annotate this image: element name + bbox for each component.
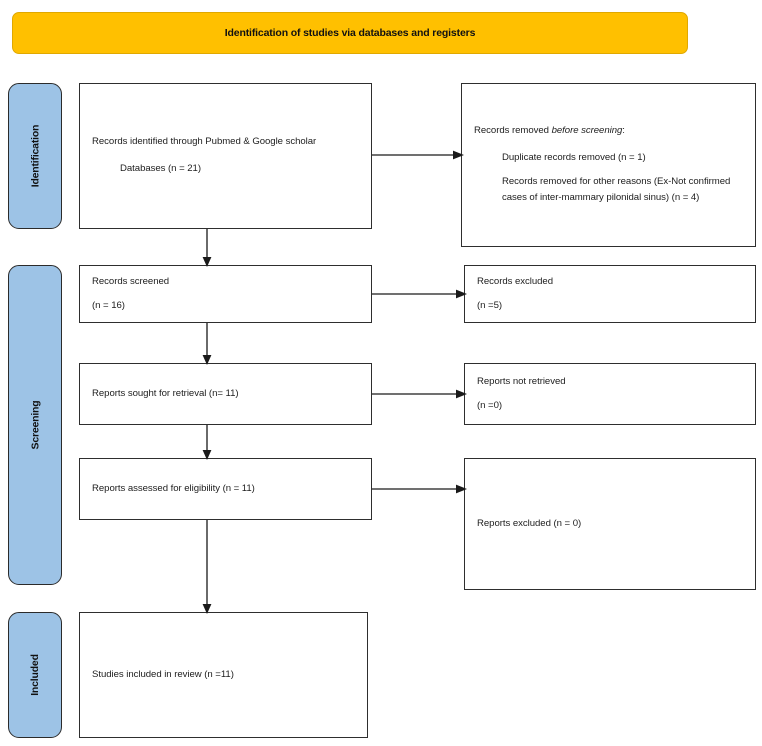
arrow-identified-to-screened <box>200 229 214 267</box>
arrow-identified-to-removed <box>372 148 464 162</box>
reports-assessed-label: Reports assessed for eligibility (n = 11… <box>92 482 255 494</box>
box-reports-not-retrieved: Reports not retrieved (n =0) <box>464 363 756 425</box>
studies-included-label: Studies included in review (n =11) <box>92 668 234 680</box>
duplicate-records-removed: Duplicate records removed (n = 1) <box>502 151 646 163</box>
box-studies-included-in-review: Studies included in review (n =11) <box>79 612 368 738</box>
records-removed-other-reasons: Records removed for other reasons (Ex-No… <box>502 175 731 204</box>
diagram-header-banner: Identification of studies via databases … <box>12 12 688 54</box>
box-records-screened: Records screened (n = 16) <box>79 265 372 323</box>
reports-sought-label: Reports sought for retrieval (n= 11) <box>92 387 239 399</box>
diagram-title: Identification of studies via databases … <box>224 27 476 39</box>
records-identified-line1: Records identified through Pubmed & Goog… <box>92 136 317 148</box>
stage-label-included-text: Included <box>28 654 41 696</box>
arrow-sought-to-not-retrieved <box>372 387 467 401</box>
records-excluded-count: (n =5) <box>477 299 503 311</box>
reports-not-retrieved-count: (n =0) <box>477 399 503 411</box>
records-identified-databases: Databases (n = 21) <box>120 163 201 174</box>
stage-label-identification-text: Identification <box>29 124 42 188</box>
box-reports-sought-for-retrieval: Reports sought for retrieval (n= 11) <box>79 363 372 425</box>
box-records-removed-before-screening: Records removed before screening: Duplic… <box>461 83 756 247</box>
reports-excluded-label: Reports excluded (n = 0) <box>477 517 582 529</box>
arrow-assessed-to-included <box>200 520 214 614</box>
stage-label-screening: Screening <box>8 265 62 585</box>
arrow-sought-to-assessed <box>200 425 214 460</box>
stage-label-screening-text: Screening <box>29 400 41 450</box>
records-removed-heading-italic: before screening <box>551 124 623 136</box>
box-reports-excluded: Reports excluded (n = 0) <box>464 458 756 590</box>
box-records-identified: Records identified through Pubmed & Goog… <box>79 83 372 229</box>
records-removed-heading: Records removed before screening: <box>474 123 743 140</box>
stage-label-included: Included <box>8 612 62 738</box>
arrow-screened-to-sought <box>200 323 214 365</box>
records-removed-heading-colon: : <box>622 124 625 136</box>
records-excluded-label: Records excluded <box>477 275 553 287</box>
reports-not-retrieved-label: Reports not retrieved <box>477 375 566 387</box>
arrow-assessed-to-reports-excluded <box>372 482 467 496</box>
records-screened-count: (n = 16) <box>92 299 125 311</box>
box-records-excluded: Records excluded (n =5) <box>464 265 756 323</box>
records-removed-heading-plain: Records removed <box>474 124 552 136</box>
arrow-screened-to-excluded <box>372 287 467 301</box>
stage-label-identification: Identification <box>8 83 62 229</box>
box-reports-assessed-for-eligibility: Reports assessed for eligibility (n = 11… <box>79 458 372 520</box>
records-screened-label: Records screened <box>92 275 170 287</box>
